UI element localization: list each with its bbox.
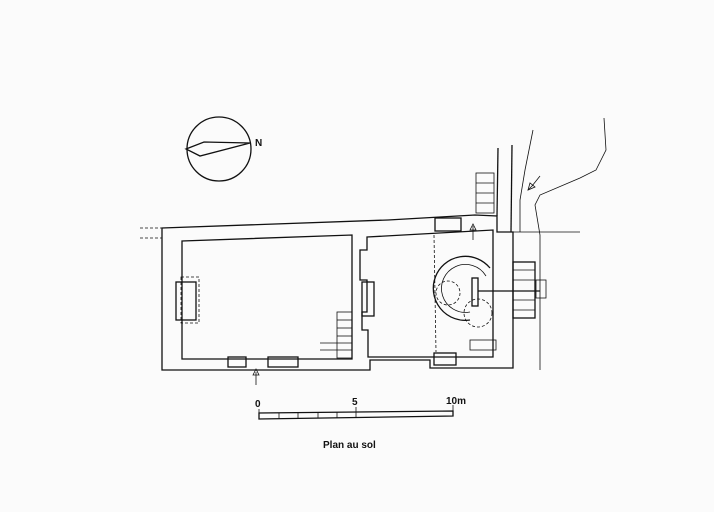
mill-mechanism [432,255,547,351]
north-label: N [255,138,263,149]
stair [320,172,495,359]
entry-arrows [252,175,541,385]
scale-label-10m: 10m [446,396,467,407]
terrain [513,117,607,370]
scale-label-0: 0 [255,399,261,410]
caption: Plan au sol [323,440,376,451]
scale-bar [258,405,454,420]
compass-rose [184,116,252,182]
building-outline [140,144,514,371]
scale-label-5: 5 [352,397,358,408]
